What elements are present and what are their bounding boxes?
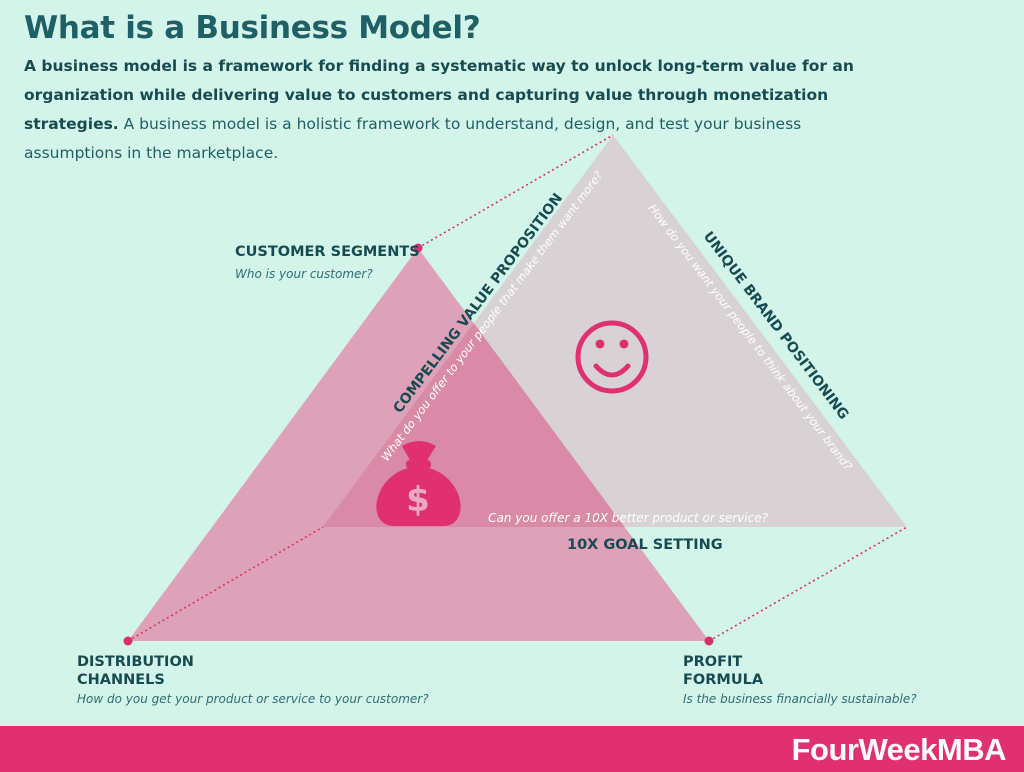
- page-title: What is a Business Model?: [24, 10, 481, 46]
- distribution-question: How do you get your product or service t…: [77, 692, 429, 706]
- goal-setting-question: Can you offer a 10X better product or se…: [488, 511, 768, 525]
- customer-segments-dot: [413, 243, 423, 253]
- intro-bold-text: A business model is a framework for find…: [24, 57, 854, 133]
- distribution-dot: [123, 636, 133, 646]
- profit-dot: [704, 636, 714, 646]
- smiley-icon: [575, 320, 649, 394]
- customer-segments-question: Who is your customer?: [235, 267, 373, 281]
- goal-setting-title: 10X GOAL SETTING: [567, 537, 723, 553]
- intro-paragraph: A business model is a framework for find…: [24, 52, 874, 168]
- money-bag-icon: $: [376, 441, 461, 526]
- intro-normal-text: A business model is a holistic framework…: [24, 115, 802, 162]
- customer-segments-title: CUSTOMER SEGMENTS: [235, 244, 420, 260]
- distribution-title-line2: CHANNELS: [77, 672, 165, 688]
- connector-right: [708, 526, 908, 642]
- profit-question: Is the business financially sustainable?: [683, 692, 917, 706]
- footer-bar: FourWeekMBA: [0, 726, 1024, 772]
- profit-title-line2: FORMULA: [683, 672, 764, 688]
- distribution-title-line1: DISTRIBUTION: [77, 654, 194, 670]
- money-bag-dollar-sign: $: [406, 480, 430, 520]
- brand-logo[interactable]: FourWeekMBA: [791, 732, 1007, 767]
- profit-title-line1: PROFIT: [683, 654, 742, 670]
